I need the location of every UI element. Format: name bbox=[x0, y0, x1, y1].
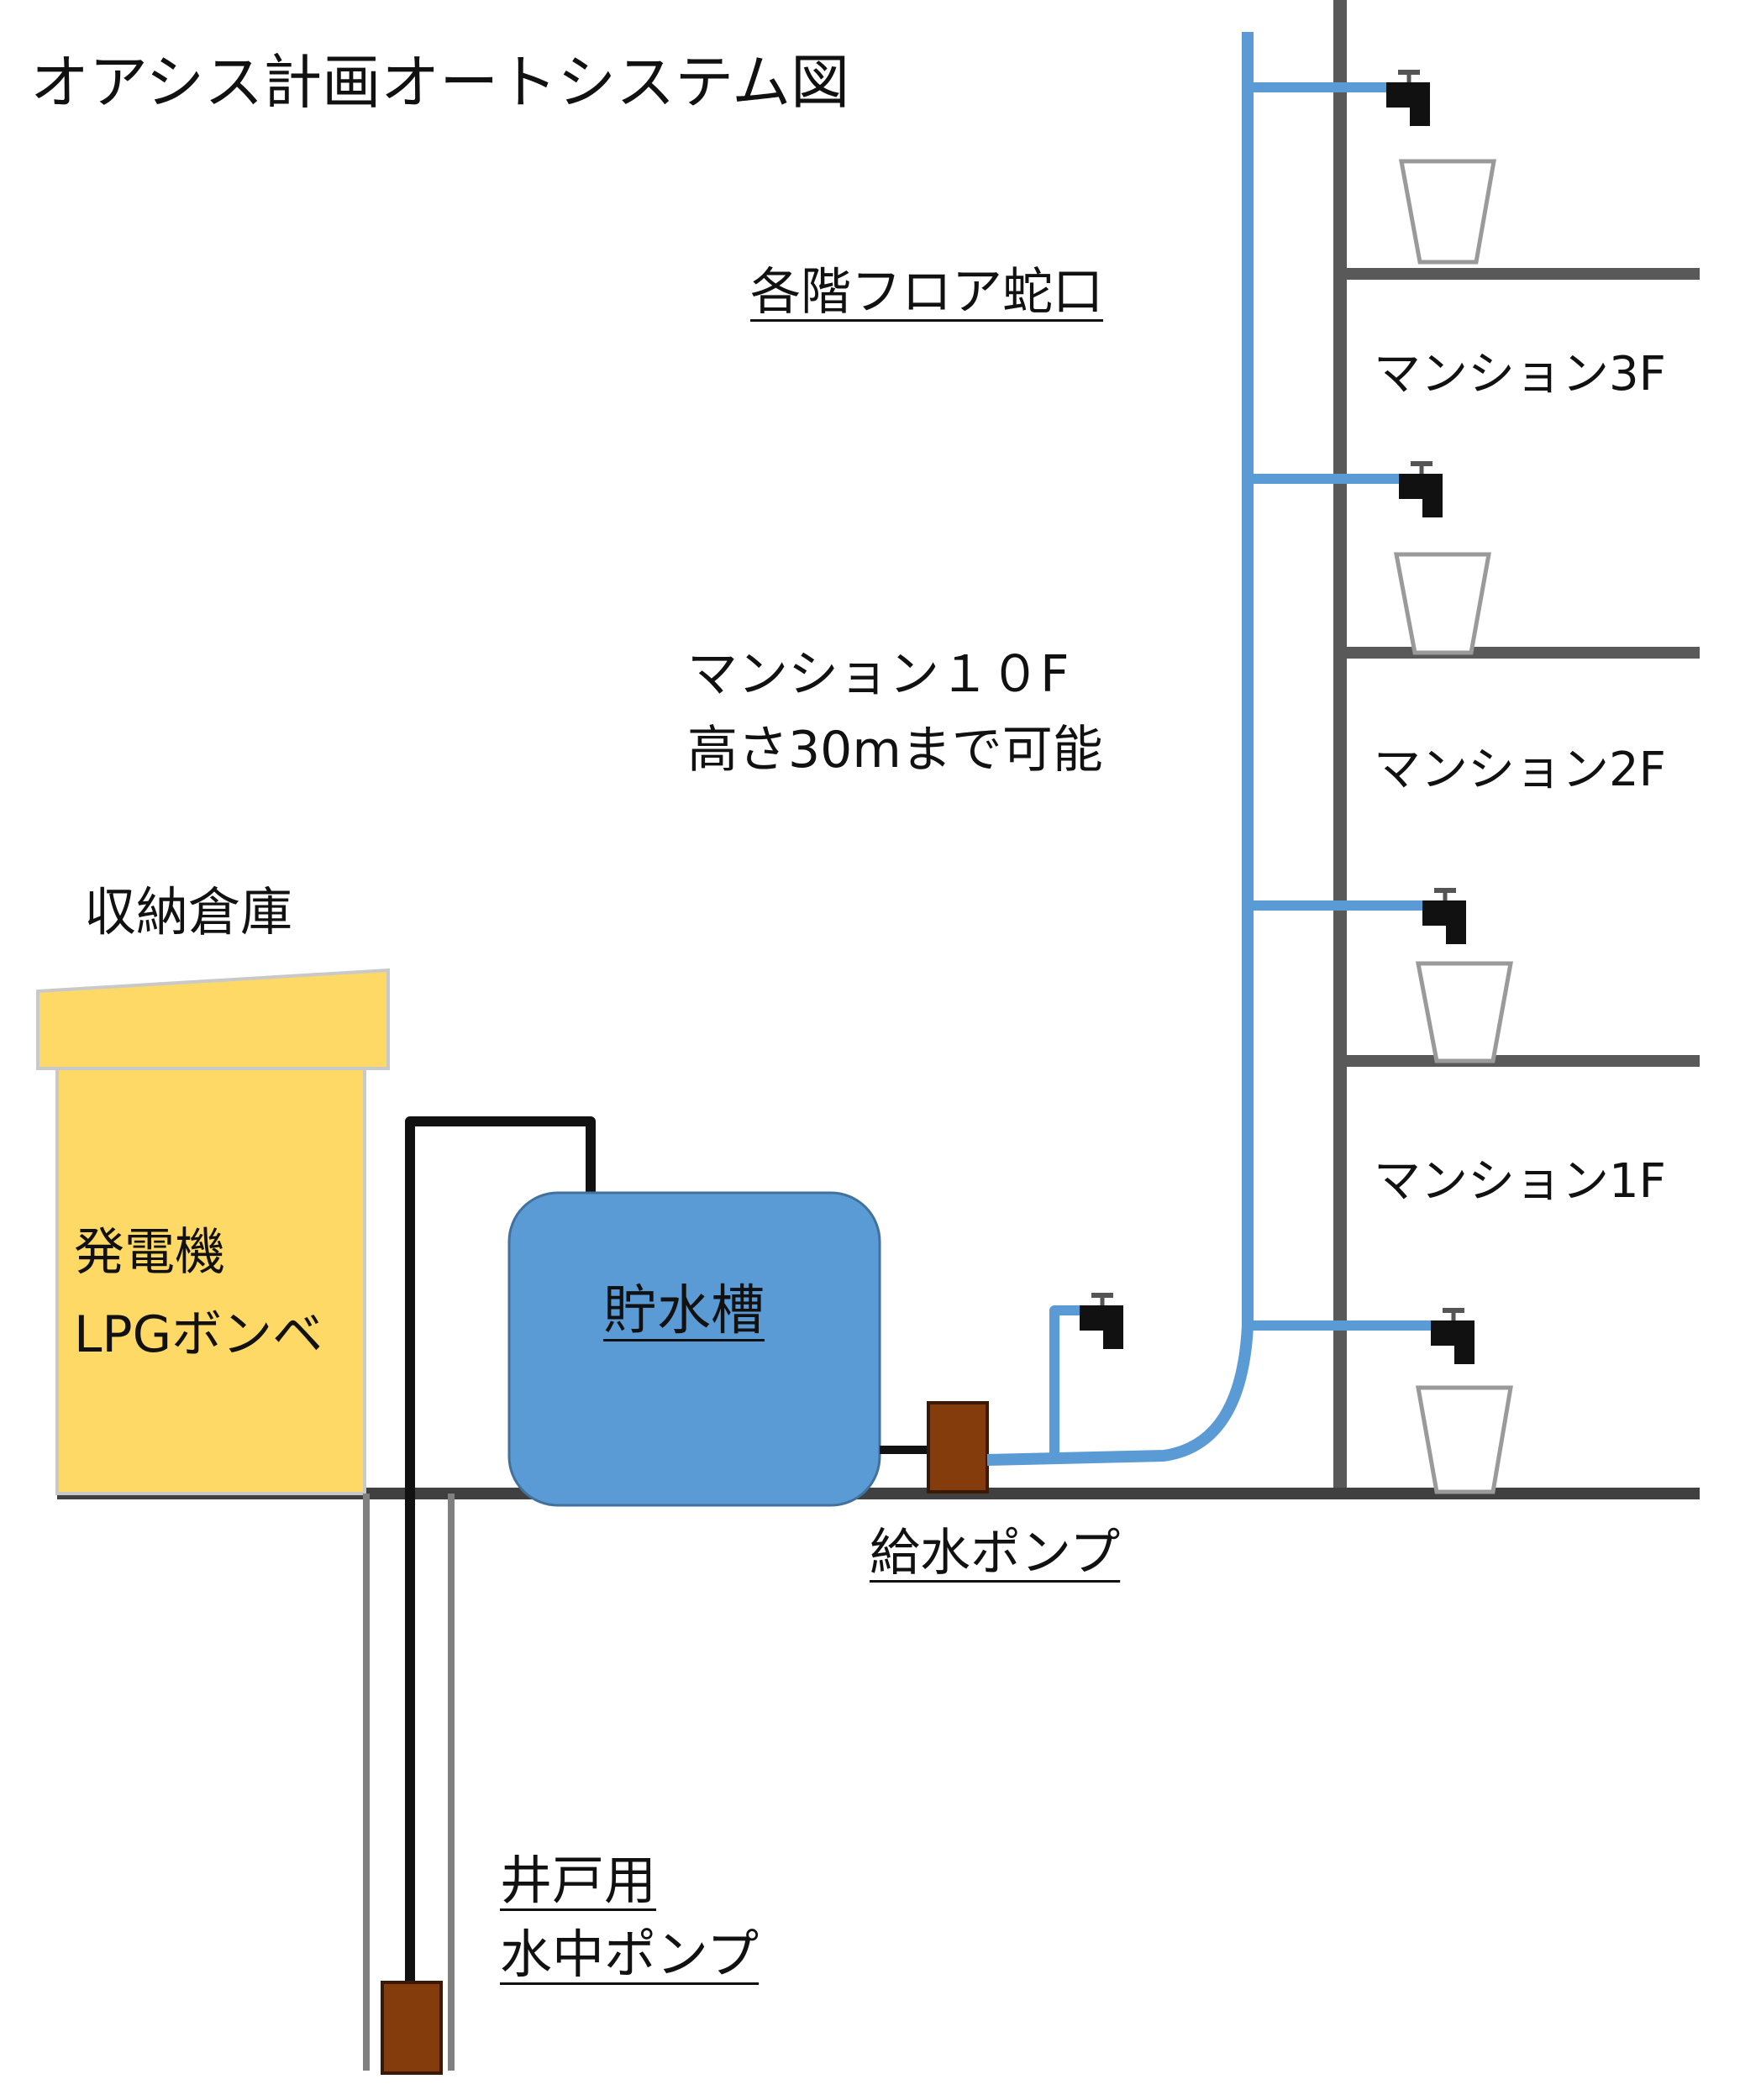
supply-piping bbox=[986, 32, 1431, 1466]
faucet-icon bbox=[1386, 70, 1430, 126]
storage-shed bbox=[36, 968, 390, 1495]
storage-label: 収納倉庫 bbox=[84, 881, 293, 942]
floor-label-1f: マンション1F bbox=[1374, 1154, 1666, 1209]
well-pump bbox=[381, 1981, 443, 2075]
main-riser-pipe bbox=[986, 32, 1254, 1466]
well-supply-pipe bbox=[405, 1116, 596, 1982]
well-casing bbox=[363, 1494, 455, 2071]
well-pump-line-2: 水中ポンプ bbox=[500, 1924, 760, 1985]
bucket-icon bbox=[1415, 961, 1513, 1063]
generator-label: 発電機 LPGボンベ bbox=[74, 1211, 323, 1376]
generator-line-2: LPGボンベ bbox=[74, 1305, 323, 1364]
well-pump-line-1: 井戸用 bbox=[500, 1850, 657, 1911]
bucket-icon bbox=[1399, 159, 1496, 265]
capacity-label: マンション１０F 高さ30mまで可能 bbox=[687, 637, 1103, 788]
floor-label-3f: マンション3F bbox=[1374, 347, 1666, 402]
bucket-icon bbox=[1393, 552, 1491, 655]
faucets-label: 各階フロア蛇口 bbox=[750, 263, 1103, 322]
capacity-line-2: 高さ30mまで可能 bbox=[687, 721, 1103, 780]
tank-label: 貯水槽 bbox=[603, 1280, 765, 1342]
capacity-line-1: マンション１０F bbox=[687, 645, 1070, 704]
faucet-icon bbox=[1422, 888, 1466, 944]
supply-pump-label: 給水ポンプ bbox=[870, 1524, 1121, 1583]
faucet-icon bbox=[1399, 461, 1443, 517]
bucket-icon bbox=[1416, 1385, 1513, 1494]
storage-shed-body bbox=[55, 1067, 366, 1495]
generator-line-1: 発電機 bbox=[74, 1223, 225, 1282]
ground-faucet-branch bbox=[1049, 1305, 1080, 1458]
supply-pump bbox=[927, 1401, 989, 1494]
water-tank bbox=[507, 1191, 881, 1507]
building-frame bbox=[1333, 0, 1700, 1494]
storage-shed-roof bbox=[36, 968, 390, 1070]
faucet-icon bbox=[1080, 1293, 1123, 1349]
faucet-icon bbox=[1431, 1308, 1475, 1364]
floor-label-2f: マンション2F bbox=[1374, 743, 1666, 797]
well-pump-label: 井戸用 水中ポンプ bbox=[500, 1844, 759, 1992]
diagram-title: オアシス計画オートシステム図 bbox=[30, 48, 850, 117]
